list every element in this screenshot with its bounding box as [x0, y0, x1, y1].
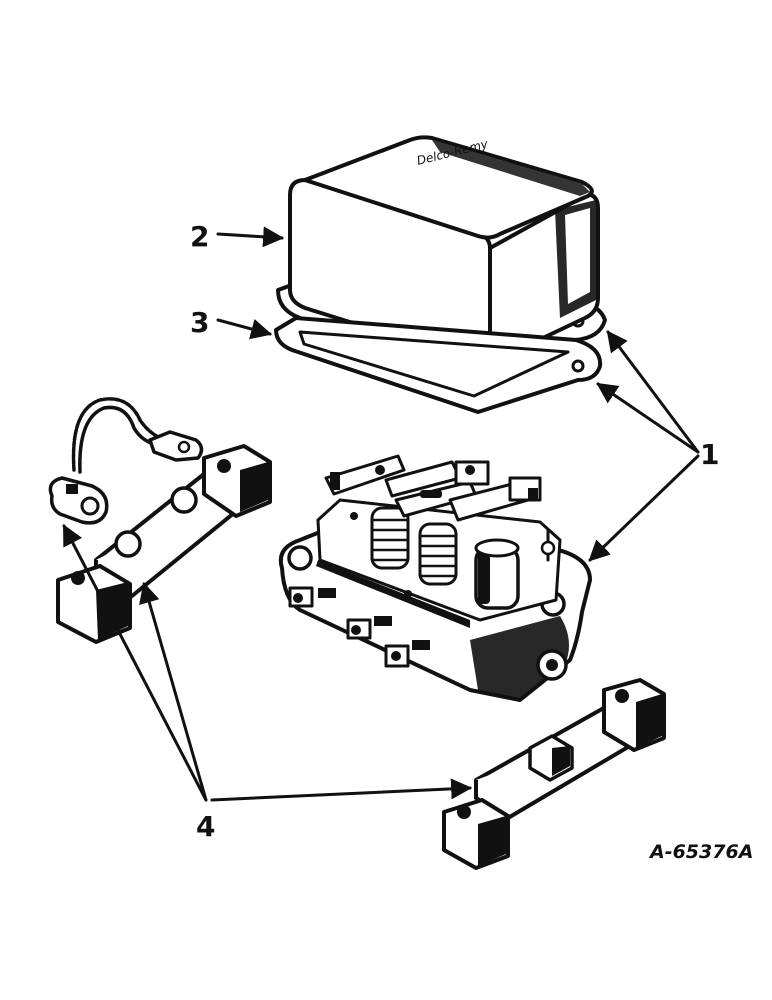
mounting-bracket-right: [442, 678, 666, 870]
relay-coils: [370, 506, 520, 610]
callout-3: 3: [190, 306, 209, 339]
gasket: [274, 316, 603, 414]
callout-2: 2: [190, 220, 209, 253]
contact-armatures: [324, 454, 556, 598]
callout-arrows: [62, 226, 700, 802]
mounting-bracket-left: [48, 397, 272, 644]
regulator-base-assembly: [278, 454, 592, 702]
callout-1: 1: [700, 438, 719, 471]
terminal-studs: [288, 586, 430, 668]
callout-4: 4: [196, 810, 215, 843]
reference-number: A-65376A: [648, 841, 753, 863]
